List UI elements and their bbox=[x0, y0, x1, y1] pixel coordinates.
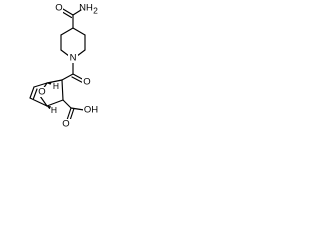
oxanorbornene bbox=[29, 79, 64, 110]
ring-bond-3 bbox=[76, 49, 86, 57]
ketone-linker bbox=[61, 62, 85, 84]
c3-cooh-bond bbox=[62, 99, 72, 109]
amide-c-o-bond-2 bbox=[60, 10, 73, 19]
acid-oxygen-label: O bbox=[62, 119, 69, 130]
amine-label: NH bbox=[79, 3, 93, 14]
ring-bond-6 bbox=[60, 27, 74, 36]
alkene-bond-2 bbox=[32, 88, 38, 100]
bridge-o-c4-bond bbox=[39, 95, 48, 107]
piperidine-ring bbox=[60, 27, 86, 57]
stereo-wedge-bottom bbox=[46, 105, 51, 110]
amide-c-n-bond bbox=[72, 9, 82, 16]
hydroxyl-label: OH bbox=[84, 105, 98, 116]
ketone-c-bicyclic-bond bbox=[61, 73, 74, 81]
atom-labels: O NH 2 N O O H H O OH bbox=[38, 3, 98, 130]
bicyclic-bond-c2-c3 bbox=[61, 79, 64, 101]
amide-group bbox=[60, 8, 82, 29]
bridge-oxygen-label: O bbox=[38, 87, 45, 98]
stereo-hydrogen-top-label: H bbox=[53, 81, 59, 91]
ring-bond-4 bbox=[60, 49, 70, 57]
alkene-bond-1 bbox=[29, 86, 35, 99]
ketone-c-o-bond-2 bbox=[71, 76, 84, 84]
ring-nitrogen-label: N bbox=[70, 53, 77, 64]
stereo-wedge-top bbox=[46, 81, 52, 85]
bicyclic-bond-c3-c4 bbox=[46, 99, 64, 107]
amine-subscript-label: 2 bbox=[93, 6, 98, 16]
structure-diagram: O NH 2 N O O H H O OH bbox=[29, 3, 98, 130]
bicyclic-bond-c5-c4 bbox=[29, 97, 48, 107]
ring-bond-1 bbox=[72, 27, 86, 36]
amide-c-o-bond-1 bbox=[62, 8, 74, 16]
acid-c-o-bond-1 bbox=[66, 107, 72, 121]
bicyclic-bond-c1-c6 bbox=[33, 82, 48, 88]
amide-oxygen-label: O bbox=[55, 3, 62, 14]
stereo-hydrogen-bottom-label: H bbox=[51, 105, 57, 115]
ketone-oxygen-label: O bbox=[83, 77, 90, 88]
acid-c-oh-bond bbox=[70, 107, 85, 111]
